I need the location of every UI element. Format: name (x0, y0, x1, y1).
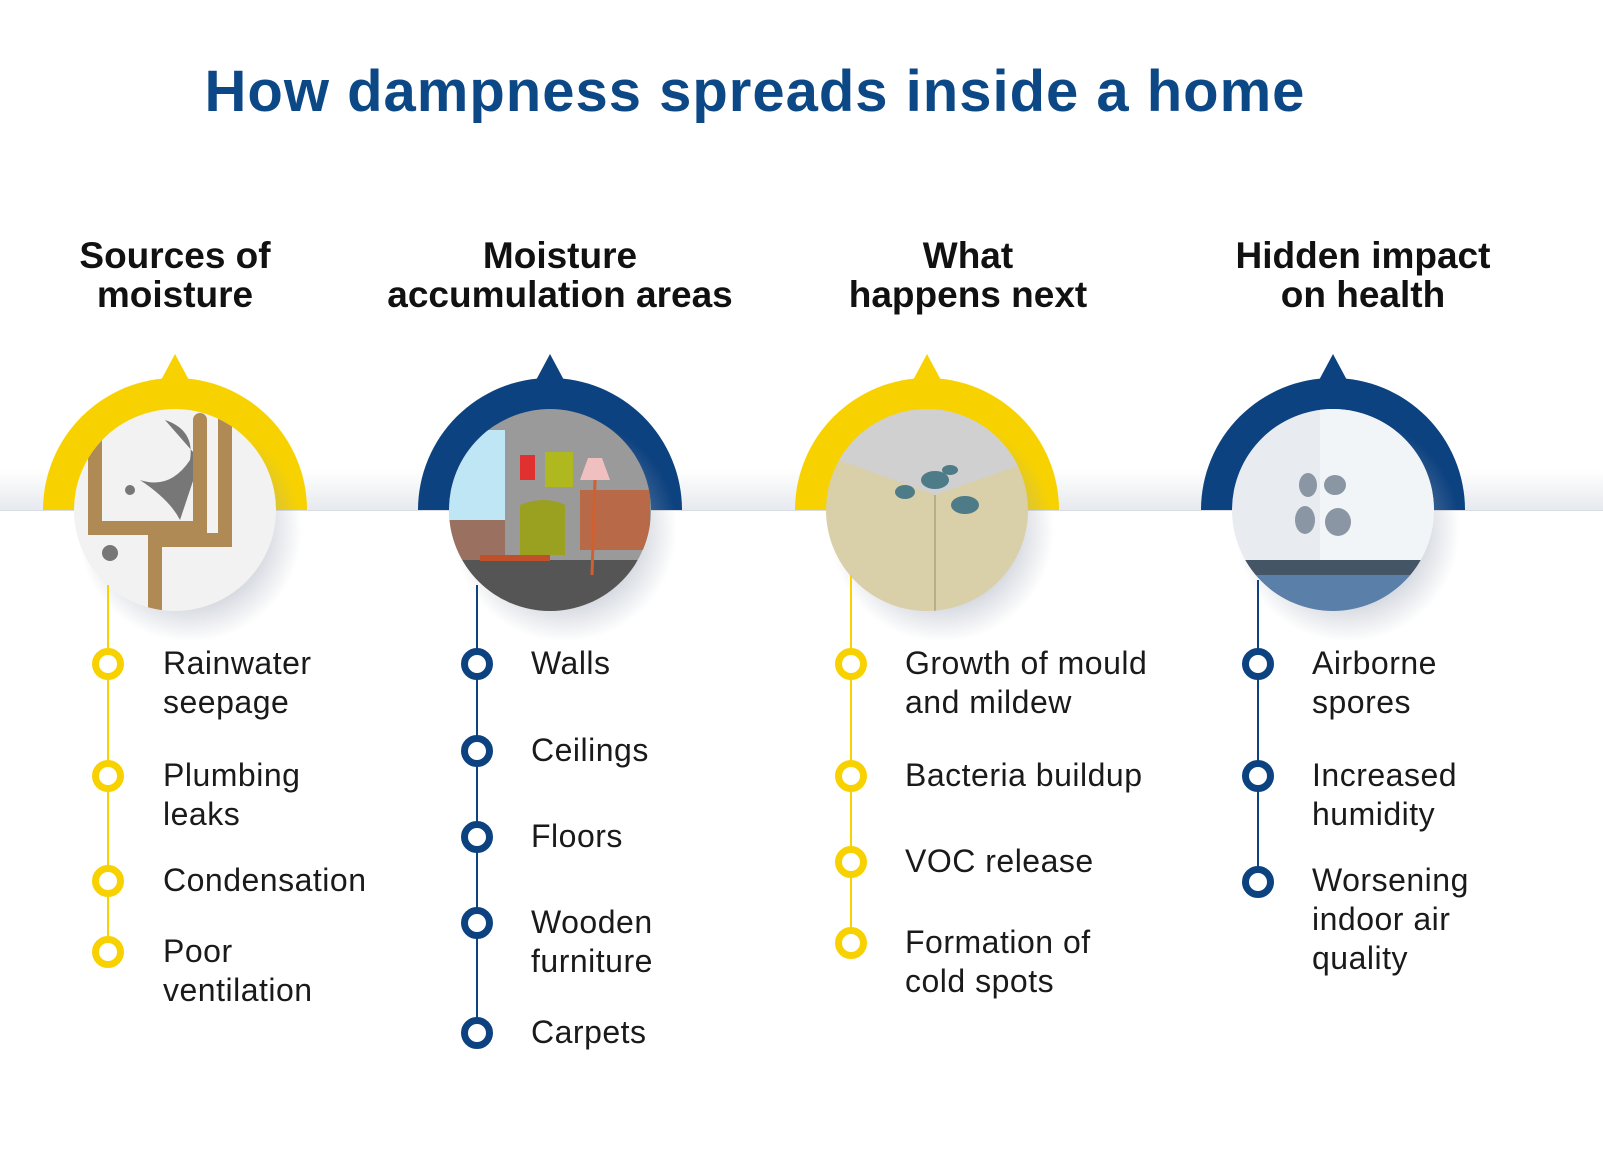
page-title: How dampness spreads inside a home (204, 59, 1306, 124)
list-item: Ceilings (531, 732, 649, 768)
bullet-icon (1242, 648, 1274, 680)
bullet-icon (92, 648, 124, 680)
list-item: Walls (531, 645, 611, 681)
list-item: Bacteria buildup (905, 757, 1143, 793)
bullet-icon (92, 936, 124, 968)
bullet-icon (835, 927, 867, 959)
timeline-next (850, 575, 852, 942)
bullet-icon (835, 760, 867, 792)
pipes-illustration (74, 409, 276, 611)
list-item: Floors (531, 818, 623, 854)
bullet-icon (92, 760, 124, 792)
room-illustration (449, 409, 651, 611)
bullet-icon (92, 865, 124, 897)
timeline-health (1257, 580, 1259, 881)
bullet-icon (461, 648, 493, 680)
bullet-icon (461, 1017, 493, 1049)
mould-corner-illustration (826, 409, 1028, 611)
bullet-icon (461, 821, 493, 853)
bullet-icon (1242, 866, 1274, 898)
bullet-icon (1242, 760, 1274, 792)
list-item: Carpets (531, 1014, 647, 1050)
list-item: Condensation (163, 862, 367, 898)
bullet-icon (461, 735, 493, 767)
bullet-icon (461, 907, 493, 939)
bullet-icon (835, 846, 867, 878)
list-item: VOC release (905, 843, 1094, 879)
timeline-accumulation (476, 585, 478, 1032)
bullet-icon (835, 648, 867, 680)
